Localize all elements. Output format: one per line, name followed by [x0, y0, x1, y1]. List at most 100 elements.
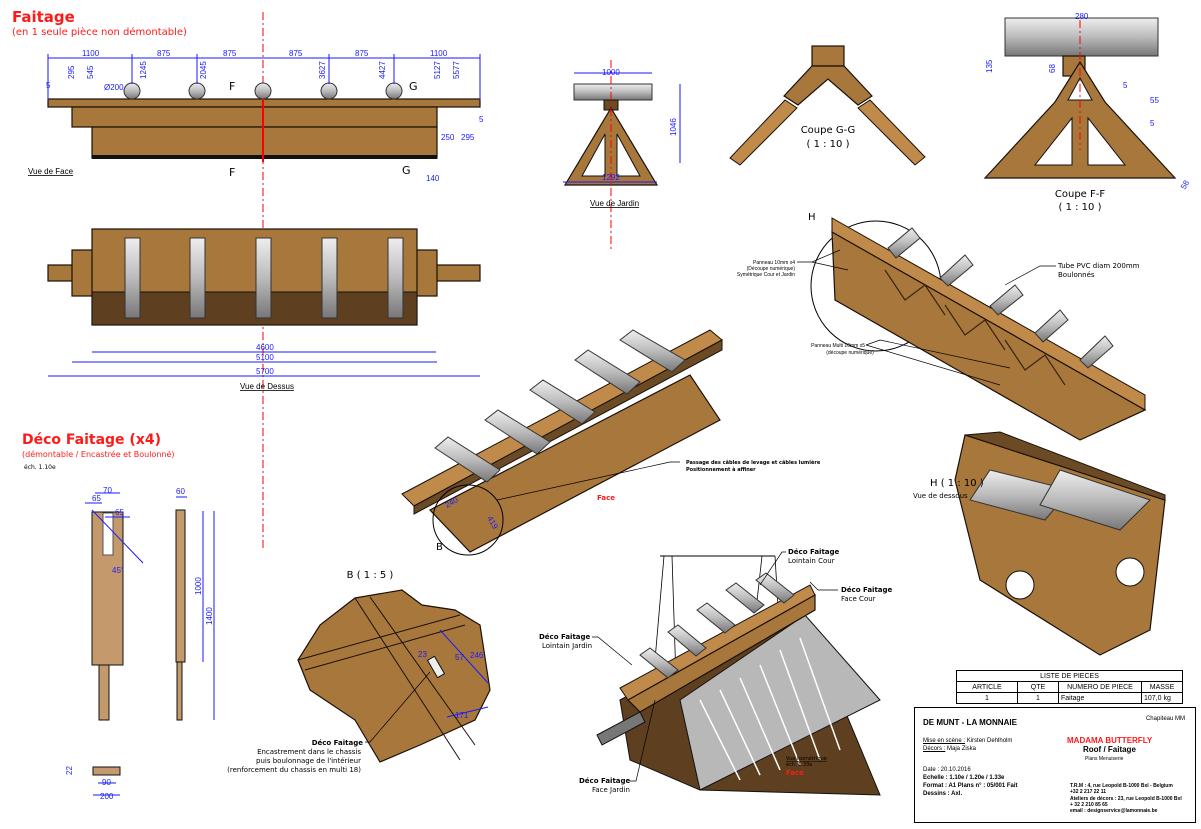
dim-top-2: 875 [157, 49, 171, 58]
detail-b-view [297, 589, 491, 763]
coupe-g-g [729, 45, 926, 166]
detail-b-callout-2: puis boulonnage de l'intérieur [256, 757, 361, 765]
company: DE MUNT - LA MONNAIE [923, 718, 1017, 727]
tube-5 [385, 82, 403, 100]
dim-1000-deco: 1000 [194, 577, 203, 595]
dim-1292: 1292 [602, 173, 620, 182]
tube-note-line1: Tube PVC diam 200mm [1057, 262, 1140, 270]
dim-b-171: 171 [455, 711, 469, 720]
isometric-view [596, 555, 881, 796]
dim-v-545: 545 [86, 65, 95, 79]
dim-v-4427: 4427 [378, 61, 387, 79]
vue-de-jardin-label: Vue de Jardin [590, 199, 639, 208]
dim-280: 280 [1075, 12, 1089, 21]
detail-h-view [810, 217, 1147, 441]
tube-1 [123, 82, 141, 100]
dim-45deg: 45° [112, 566, 124, 575]
opera-title: MADAMA BUTTERFLY [1067, 736, 1153, 745]
iso-lointain-cour-title: Déco Faitage [788, 548, 840, 556]
dim-v-3627: 3627 [318, 61, 327, 79]
deco-subtitle: (démontable / Encastrée et Boulonné) [22, 449, 175, 459]
mise-label: Mise en scène : [923, 738, 966, 744]
dim-60: 60 [176, 487, 185, 496]
coupe-gg-scale: ( 1 : 10 ) [807, 139, 850, 150]
dim-5700: 5700 [256, 367, 274, 376]
dim-left-5: 5 [46, 81, 51, 90]
dim-b-23: 23 [418, 650, 427, 659]
vue-de-jardin [563, 60, 681, 250]
panneau-multi-line1: Panneau Multi 10mm x5 [811, 343, 865, 349]
date: Date : 20.10.2016 [923, 767, 971, 773]
coupe-ff-scale: ( 1 : 10 ) [1059, 202, 1102, 213]
dim-1400: 1400 [205, 607, 214, 625]
dim-v-5127: 5127 [433, 61, 442, 79]
dim-right-5: 5 [479, 115, 484, 124]
tube-note-line2: Boulonnés [1058, 271, 1095, 279]
dim-4600: 4600 [256, 343, 274, 352]
dim-top-4: 875 [289, 49, 303, 58]
h-view-title: H ( 1 : 10 ) [930, 478, 984, 489]
parts-header-numero: NUMERO DE PIECE [1058, 681, 1142, 693]
coupe-ff-title: Coupe F-F [1055, 189, 1105, 200]
iso-face-cour-title: Déco Faitage [841, 586, 893, 594]
dim-68: 68 [1048, 64, 1057, 73]
deco-bottom-view [92, 766, 121, 796]
section-g-bottom: G [402, 164, 411, 177]
detail-h-marker: H [808, 212, 816, 223]
coupe-gg-title: Coupe G-G [801, 125, 856, 136]
dim-1046: 1046 [669, 118, 678, 136]
vue-de-dessus-label: Vue de Dessus [240, 382, 294, 391]
vue-de-face-label: Vue de Face [28, 167, 74, 176]
cable-note-line1: Passage des câbles de levage et câbles l… [686, 459, 821, 466]
dim-v-5577: 5577 [452, 61, 461, 79]
dim-1000: 1000 [602, 68, 620, 77]
dim-140: 140 [426, 174, 440, 183]
dim-b-246: 246 [470, 651, 484, 660]
vue-de-face [47, 54, 481, 162]
decors-label: Décors : [923, 746, 946, 752]
trm-phone: +32 2 217 22 11 [1070, 789, 1107, 795]
dim-b-57: 57 [455, 653, 464, 662]
dim-top-6: 1100 [430, 49, 448, 58]
email: email : designservice@lamonnaie.be [1070, 808, 1158, 814]
format: Format : A1 Plans n° : 05/001 Fait [923, 783, 1018, 789]
parts-list-title: LISTE DE PIECES [956, 670, 1183, 682]
deco-scale: éch. 1.10e [24, 464, 56, 471]
parts-cell-qte: 1 [1017, 692, 1059, 704]
vue-de-dessus [47, 228, 481, 377]
detail-b-callout-title: Déco Faitage [312, 739, 364, 747]
dim-5b: 5 [1150, 119, 1155, 128]
iso-lointain-cour-sub: Lointain Cour [788, 557, 835, 565]
iso-scale: éch. 1.33e [786, 761, 812, 768]
dim-top-3: 875 [223, 49, 237, 58]
dim-70: 70 [103, 486, 112, 495]
dim-90: 90 [102, 778, 111, 787]
panneau10-line3: Symétrique Cour et Jardin [737, 272, 795, 278]
tube-4 [320, 82, 338, 100]
panneau-multi-line2: (découpe numérique) [826, 350, 874, 356]
production: Chapiteau MM [1145, 716, 1185, 722]
dim-250: 250 [441, 133, 455, 142]
dim-200: 200 [100, 792, 114, 801]
faitage-title: Faitage [12, 8, 75, 26]
dim-22: 22 [65, 766, 74, 775]
deco-edge-view [175, 496, 215, 721]
parts-cell-masse: 107,0 kg [1141, 692, 1183, 704]
iso-face-cour-sub: Face Cour [841, 595, 876, 603]
main-iso-face-label: Face [597, 494, 615, 502]
part-title: Roof / Faitage [1083, 745, 1136, 754]
dessins: Dessins : Axl. [923, 791, 963, 797]
section-f-top: F [229, 80, 235, 93]
dim-diameter: Ø200 [104, 83, 124, 92]
parts-cell-numero: Faitage [1058, 692, 1142, 704]
panneau10-line1: Panneau 10mm x4 [753, 260, 795, 266]
dim-135: 135 [985, 59, 994, 73]
h-view-underside [954, 431, 1166, 656]
cable-note-line2: Positionnement à affiner [686, 466, 756, 473]
ateliers-phone: + 32 2 210 85 65 [1070, 802, 1108, 808]
deco-side-view [85, 492, 144, 721]
section-f-bottom: F [229, 166, 235, 179]
mise-value: Kirsten Dehlholm [966, 738, 1013, 744]
dim-5a: 5 [1123, 81, 1128, 90]
